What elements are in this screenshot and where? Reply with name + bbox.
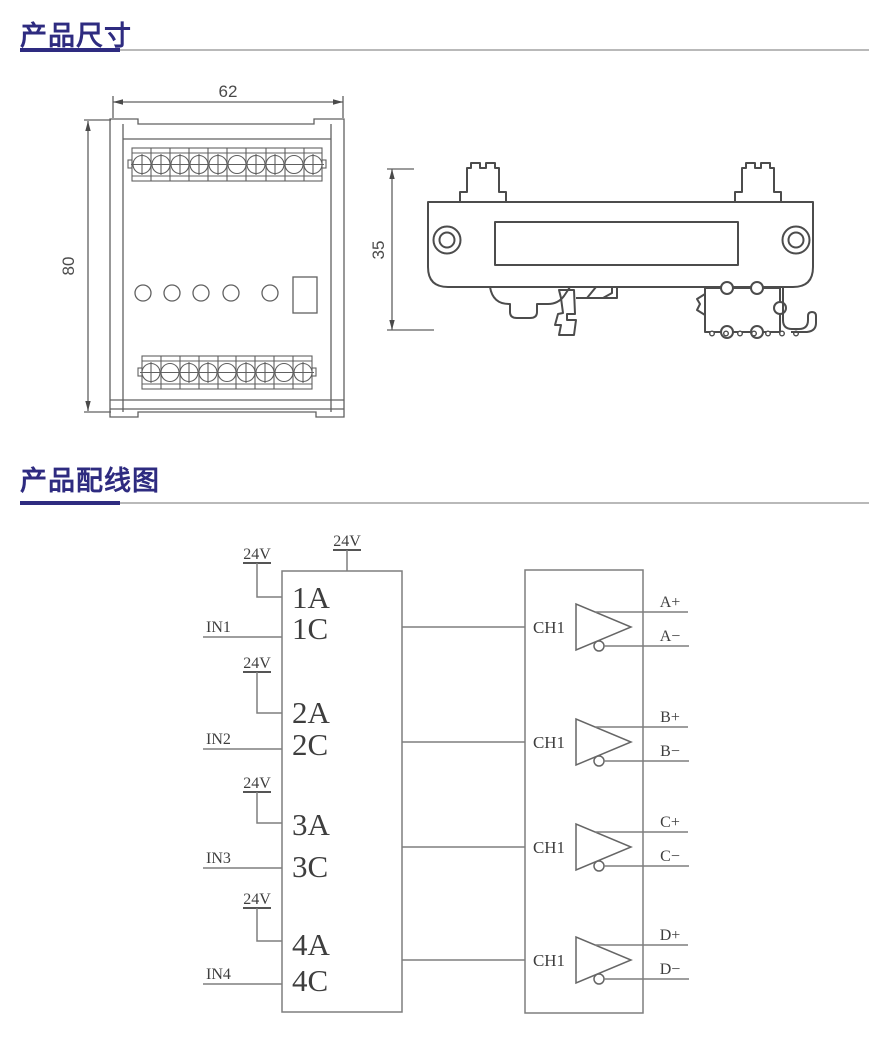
inverting-bubble: [593, 860, 605, 872]
rail-hook: [782, 288, 817, 333]
top-power-tap: 24V: [333, 533, 361, 571]
arrowhead-down: [389, 320, 395, 330]
channel-label: CH1: [533, 838, 565, 857]
channel-group-b: 24V 2A IN2 2C CH1 B+ B−: [203, 655, 689, 767]
inverting-bubble: [593, 755, 605, 767]
bottom-terminal-strip: [137, 355, 317, 390]
led-indicator: [192, 284, 210, 302]
led-indicator: [261, 284, 279, 302]
terminal-screws-top: [131, 154, 324, 175]
depth-dimension-label: 35: [369, 241, 388, 260]
channel-group-a: 24V 1A IN1 1C CH1 A+ A−: [203, 546, 689, 652]
led-indicator: [163, 284, 181, 302]
terminal-a-label: 1A: [292, 580, 331, 615]
channel-group-c: 24V 3A IN3 3C CH1 C+ C−: [203, 775, 689, 884]
power-wire: [256, 792, 282, 824]
side-label-window: [494, 221, 739, 266]
output-plus-label: D+: [660, 927, 681, 944]
input-label: IN4: [206, 966, 231, 983]
power-wire: [256, 563, 282, 598]
front-view-drawing: 62 80: [59, 82, 345, 418]
latch-release-tab: [554, 289, 577, 336]
output-minus-label: A−: [660, 628, 681, 645]
underside-bracket: [586, 286, 613, 299]
mounting-hole-right-inner: [787, 231, 805, 249]
amplifier-triangle: [575, 935, 633, 985]
side-view-drawing: 35: [369, 162, 817, 339]
output-minus-label: C−: [660, 848, 680, 865]
led-indicator: [222, 284, 240, 302]
height-dimension-label: 80: [59, 257, 78, 276]
section-title-dimensions: 产品尺寸: [20, 21, 132, 51]
arrowhead-up: [85, 121, 91, 131]
width-dimension-label: 62: [219, 82, 238, 101]
terminal-c-label: 1C: [292, 611, 328, 646]
din-latch: [489, 286, 571, 319]
power-label: 24V: [243, 655, 271, 672]
arrowhead-left: [113, 99, 123, 105]
din-rail-profile: [696, 281, 817, 339]
wiring-diagram: 24V 24V 1A IN1 1C CH1 A+ A−: [203, 533, 689, 1014]
inverting-bubble: [593, 640, 605, 652]
output-plus-label: B+: [660, 709, 680, 726]
terminal-c-label: 4C: [292, 963, 328, 998]
top-clip-right: [734, 162, 782, 202]
arrowhead-up: [389, 169, 395, 179]
power-wire: [256, 908, 282, 942]
arrowhead-down: [85, 401, 91, 411]
inverting-bubble: [593, 973, 605, 985]
output-module-box: [524, 569, 644, 1014]
top-clip-left: [459, 162, 507, 202]
amplifier-triangle: [575, 602, 633, 652]
title-underline: [20, 501, 869, 505]
output-minus-label: D−: [660, 961, 681, 978]
status-leds: [134, 284, 279, 302]
output-plus-label: C+: [660, 814, 680, 831]
terminal-a-label: 4A: [292, 927, 331, 962]
power-wire: [256, 672, 282, 714]
dimension-depth: 35: [369, 168, 434, 331]
terminal-c-label: 2C: [292, 727, 328, 762]
terminal-c-label: 3C: [292, 849, 328, 884]
channel-label: CH1: [533, 733, 565, 752]
terminal-a-label: 3A: [292, 807, 331, 842]
dimension-width: 62: [112, 82, 344, 118]
top-terminal-strip: [127, 147, 327, 182]
arrowhead-right: [333, 99, 343, 105]
power-label: 24V: [243, 775, 271, 792]
mounting-hole-right: [781, 225, 811, 255]
input-module-box: [281, 570, 403, 1013]
front-label-window: [292, 276, 318, 314]
section-title-wiring: 产品配线图: [20, 466, 160, 496]
channel-group-d: 24V 4A IN4 4C CH1 D+ D−: [203, 891, 689, 998]
channel-label: CH1: [533, 618, 565, 637]
output-plus-label: A+: [660, 594, 681, 611]
amplifier-triangle: [575, 717, 633, 767]
terminal-screws-bottom: [140, 362, 314, 383]
power-label: 24V: [243, 546, 271, 563]
side-body: [427, 201, 814, 288]
dimension-height: 80: [59, 119, 111, 413]
title-underline-accent: [20, 501, 120, 505]
mounting-hole-left-inner: [438, 231, 456, 249]
power-label: 24V: [243, 891, 271, 908]
input-label: IN2: [206, 731, 231, 748]
input-label: IN3: [206, 850, 231, 867]
channel-label: CH1: [533, 951, 565, 970]
terminal-a-label: 2A: [292, 695, 331, 730]
title-underline-accent: [20, 48, 120, 52]
mounting-hole-left: [432, 225, 462, 255]
module-outline: [109, 118, 345, 418]
power-label: 24V: [333, 533, 361, 550]
output-minus-label: B−: [660, 743, 680, 760]
amplifier-triangle: [575, 822, 633, 872]
led-indicator: [134, 284, 152, 302]
input-label: IN1: [206, 619, 231, 636]
title-underline: [20, 48, 869, 52]
